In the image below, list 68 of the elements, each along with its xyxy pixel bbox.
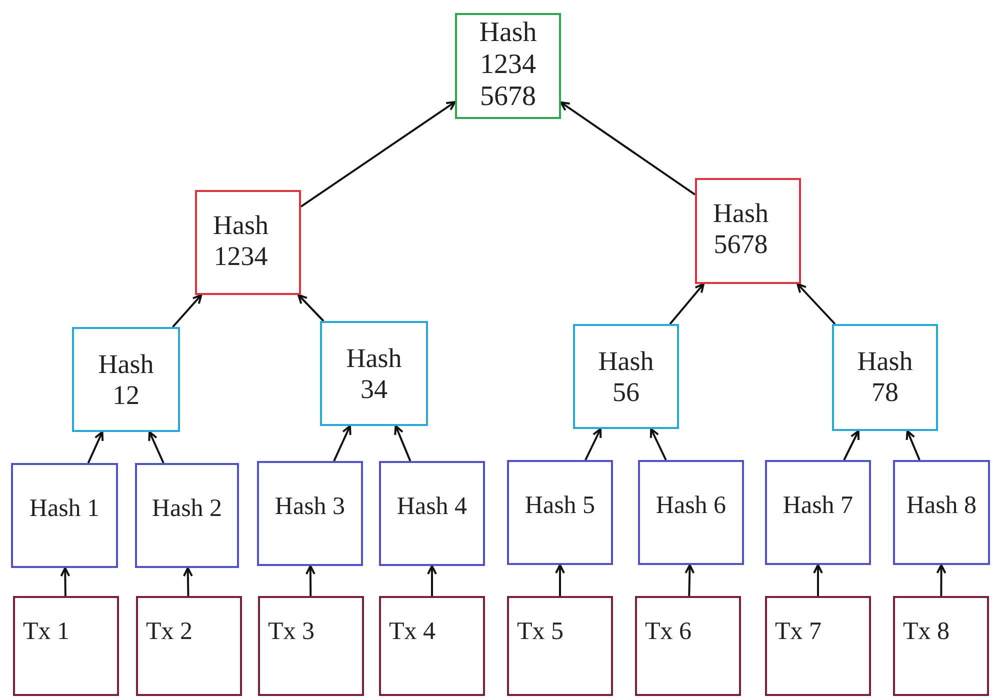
hash-box [72, 327, 180, 432]
hash-box [638, 460, 744, 565]
transaction-box [379, 596, 485, 696]
arrow [560, 101, 696, 196]
node-label: Hash 1 [29, 495, 100, 524]
arrow [796, 283, 836, 325]
hash-box [379, 461, 485, 566]
arrow [148, 431, 164, 464]
hash-box [135, 463, 239, 568]
node-label: Tx 7 [775, 618, 822, 647]
transaction-box [893, 596, 989, 696]
node-label: Hash 5 [524, 492, 596, 521]
arrow [936, 564, 946, 596]
hash-box [893, 460, 990, 565]
node-label: Tx 1 [23, 618, 70, 647]
arrow [684, 564, 695, 596]
arrow [427, 565, 437, 596]
arrow [394, 425, 412, 462]
node-label: Tx 2 [146, 618, 193, 647]
node-label: Hash 2 [152, 495, 222, 524]
arrow [906, 430, 920, 460]
arrow [650, 428, 667, 460]
node-label: Hash 1234 [212, 210, 270, 272]
arrow [305, 565, 316, 596]
hash-box [765, 460, 871, 565]
arrow [298, 294, 324, 322]
node-label: Tx 8 [903, 618, 950, 647]
node-label: Tx 4 [389, 618, 436, 647]
root-hash-box [455, 13, 561, 119]
arrow [813, 564, 823, 596]
arrow [300, 100, 456, 208]
arrow [669, 283, 705, 325]
node-label: Hash 4 [396, 493, 468, 522]
hash-box [257, 461, 363, 566]
node-label: Hash 7 [782, 492, 854, 521]
transaction-box [136, 596, 242, 696]
node-label: Hash 78 [856, 346, 914, 408]
arrow [172, 294, 202, 328]
node-label: Hash 5678 [712, 198, 770, 260]
hash-box [507, 460, 613, 565]
node-label: Hash 56 [597, 346, 655, 408]
arrow [333, 425, 352, 462]
node-label: Hash 8 [906, 492, 977, 521]
node-label: Hash 12 [97, 349, 155, 412]
transaction-box [13, 596, 119, 696]
hash-box [11, 463, 118, 568]
arrow [555, 564, 565, 596]
transaction-box [258, 596, 364, 696]
hash-box [695, 178, 801, 284]
node-label: Hash 34 [345, 343, 403, 406]
hash-box [195, 190, 301, 295]
arrow [182, 567, 193, 596]
hash-box [573, 324, 679, 429]
arrow [843, 430, 860, 460]
transaction-box [765, 596, 871, 696]
transaction-box [507, 596, 613, 696]
arrow [60, 567, 70, 596]
transaction-box [635, 596, 741, 696]
hash-box [320, 321, 428, 426]
node-label: Hash 3 [274, 493, 346, 522]
arrow [584, 428, 602, 460]
node-label: Hash 6 [656, 492, 726, 521]
hash-box [832, 324, 938, 431]
node-label: Hash 1234 5678 [478, 17, 538, 114]
node-label: Tx 6 [645, 618, 692, 647]
arrow [87, 431, 104, 464]
node-label: Tx 5 [517, 618, 564, 647]
node-label: Tx 3 [268, 618, 315, 647]
